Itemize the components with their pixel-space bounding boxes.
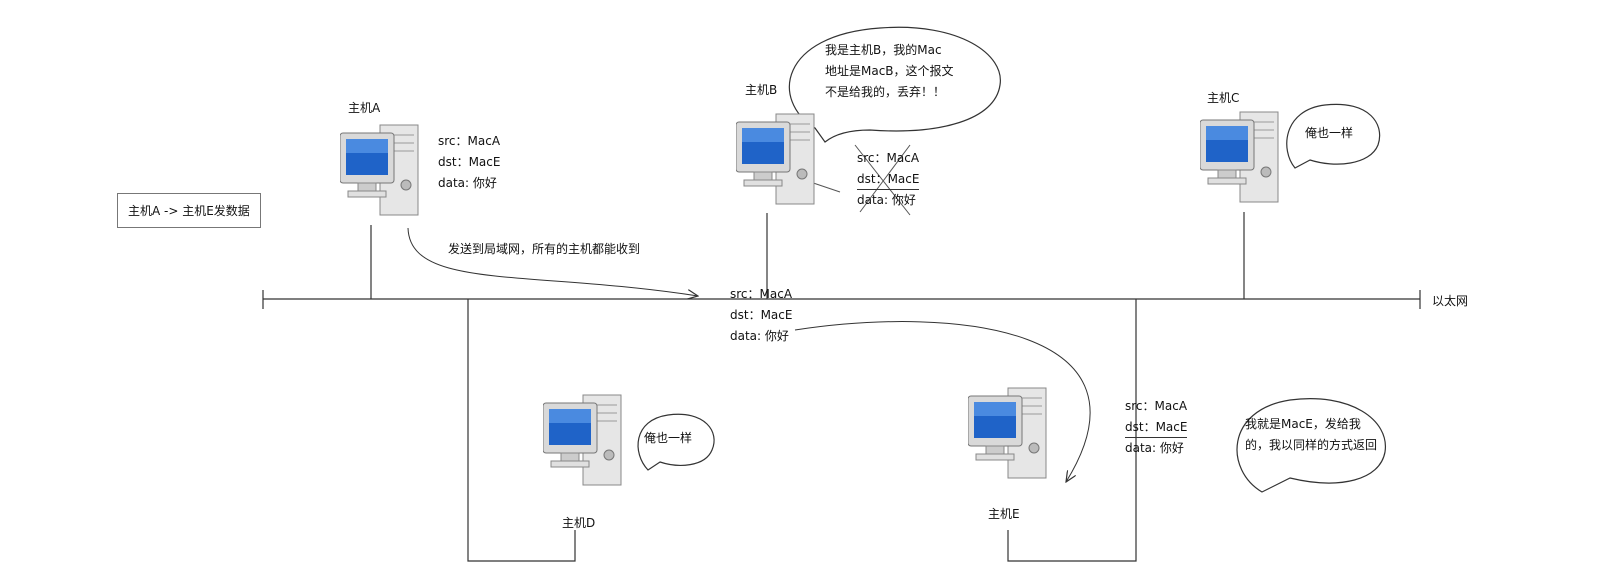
reject-cross-2 <box>859 144 911 213</box>
bubble-d-text: 俺也一样 <box>644 431 693 445</box>
host-d-label: 主机D <box>562 516 596 530</box>
packet-src: src：MacA <box>857 151 920 165</box>
broadcast-arrow <box>407 227 698 296</box>
host-b-label: 主机B <box>745 83 778 97</box>
packet-dst: dst：MacE <box>730 308 793 322</box>
host-d-wire <box>467 299 576 562</box>
packet-dst: dst：MacE <box>438 155 501 169</box>
host-e-wire <box>1007 299 1137 562</box>
bubble-b-line: 地址是MacB，这个报文 <box>825 64 954 78</box>
packet-at-host-e: src：MacA dst：MacE data: 你好 <box>1125 396 1188 459</box>
bubble-c-outline <box>1286 103 1381 169</box>
ethernet-label: 以太网 <box>1432 294 1469 308</box>
bubble-e-line: 的，我以同样的方式返回 <box>1245 438 1378 452</box>
bubble-d-outline <box>637 413 715 471</box>
bubble-b-line: 不是给我的，丢弃！！ <box>825 85 946 99</box>
computer-icon-host-e <box>968 386 1048 481</box>
reject-cross-1 <box>854 144 911 216</box>
bubble-c-text: 俺也一样 <box>1305 126 1354 140</box>
host-a-label: 主机A <box>348 101 381 115</box>
packet-src: src：MacA <box>730 287 793 301</box>
packet-at-host-b: src：MacA dst：MacE data: 你好 <box>857 148 920 211</box>
bubble-b-line: 我是主机B，我的Mac <box>825 43 942 57</box>
packet-dst: dst：MacE <box>1125 417 1188 438</box>
packet-data: data: 你好 <box>1125 441 1184 455</box>
computer-icon-host-a <box>340 123 420 218</box>
computer-icon-host-c <box>1200 110 1280 205</box>
packet-data: data: 你好 <box>857 193 916 207</box>
packet-on-bus: src：MacA dst：MacE data: 你好 <box>730 284 792 347</box>
packet-src: src：MacA <box>438 134 501 148</box>
host-e-label: 主机E <box>988 507 1020 521</box>
broadcast-note: 发送到局域网，所有的主机都能收到 <box>448 242 641 256</box>
bubble-e-text: 我就是MacE，发给我 的，我以同样的方式返回 <box>1245 414 1377 456</box>
host-c-label: 主机C <box>1207 91 1240 105</box>
bubble-b-text: 我是主机B，我的Mac 地址是MacB，这个报文 不是给我的，丢弃！！ <box>825 40 954 103</box>
packet-data: data: 你好 <box>730 329 789 343</box>
packet-at-host-a: src：MacA dst：MacE data: 你好 <box>438 131 500 194</box>
delivery-arrow <box>794 321 1091 482</box>
packet-data: data: 你好 <box>438 176 497 190</box>
computer-icon-host-b <box>736 112 816 207</box>
bubble-b-outline <box>789 26 1001 143</box>
bubble-e-outline <box>1236 398 1386 493</box>
packet-src: src：MacA <box>1125 399 1188 413</box>
legend-box: 主机A -> 主机E发数据 <box>117 193 261 228</box>
packet-dst: dst：MacE <box>857 169 920 190</box>
bubble-e-line: 我就是MacE，发给我 <box>1245 417 1361 431</box>
computer-icon-host-d <box>543 393 623 488</box>
legend-text: 主机A -> 主机E发数据 <box>128 204 250 218</box>
